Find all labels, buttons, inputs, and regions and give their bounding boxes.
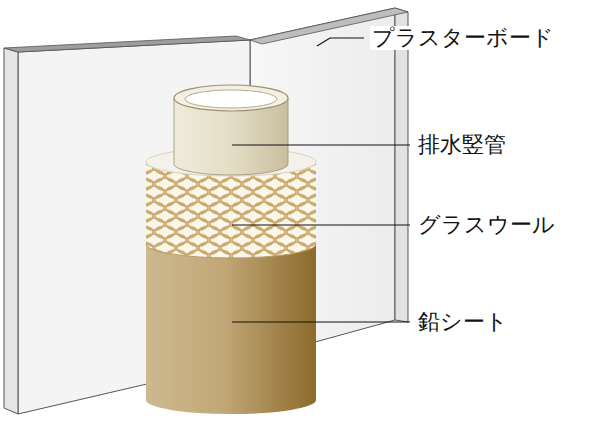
part-label: プラスターボード [370, 26, 556, 50]
leader-lines [232, 38, 410, 322]
part-label: グラスウール [416, 213, 557, 237]
part-label: 排水竪管 [416, 133, 508, 157]
part-label: 鉛シート [416, 310, 510, 334]
